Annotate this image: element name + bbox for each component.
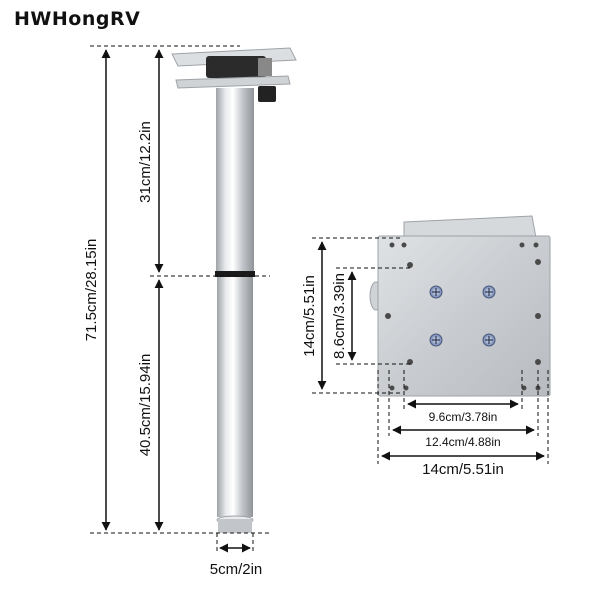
table-leg (171, 47, 297, 533)
plate-screws (429, 285, 496, 347)
leg-joint-band (215, 271, 255, 277)
mounting-plate (369, 215, 551, 397)
leg-mount-block (206, 56, 266, 78)
plate-outer-height-label: 14cm/5.51in (301, 275, 318, 357)
plate-dashed-guides (312, 237, 549, 464)
plate-middle-width-label: 12.4cm/4.88in (425, 435, 500, 449)
plate-inner-height-label: 8.6cm/3.39in (331, 273, 348, 359)
plate-inner-width-label: 9.6cm/3.78in (429, 410, 498, 424)
total-height-label: 71.5cm/28.15in (83, 239, 100, 342)
plate-outer-width-label: 14cm/5.51in (422, 461, 504, 478)
plate-holes (385, 242, 541, 391)
leg-foot (218, 519, 252, 533)
lower-height-label: 40.5cm/15.94in (137, 354, 154, 457)
leg-dashed-guides (90, 45, 270, 552)
plate-body (377, 235, 551, 397)
leg-spring (258, 58, 272, 76)
leg-release-knob (258, 86, 276, 102)
plate-dimension-lines (317, 241, 545, 461)
leg-dimension-lines (101, 49, 251, 553)
leg-bottom-flange (175, 75, 291, 89)
brand-logo-text: HWHongRV (14, 8, 141, 30)
leg-upper-tube (216, 88, 254, 274)
leg-lower-tube (217, 277, 253, 517)
diameter-label: 5cm/2in (210, 561, 263, 578)
upper-height-label: 31cm/12.2in (137, 121, 154, 203)
